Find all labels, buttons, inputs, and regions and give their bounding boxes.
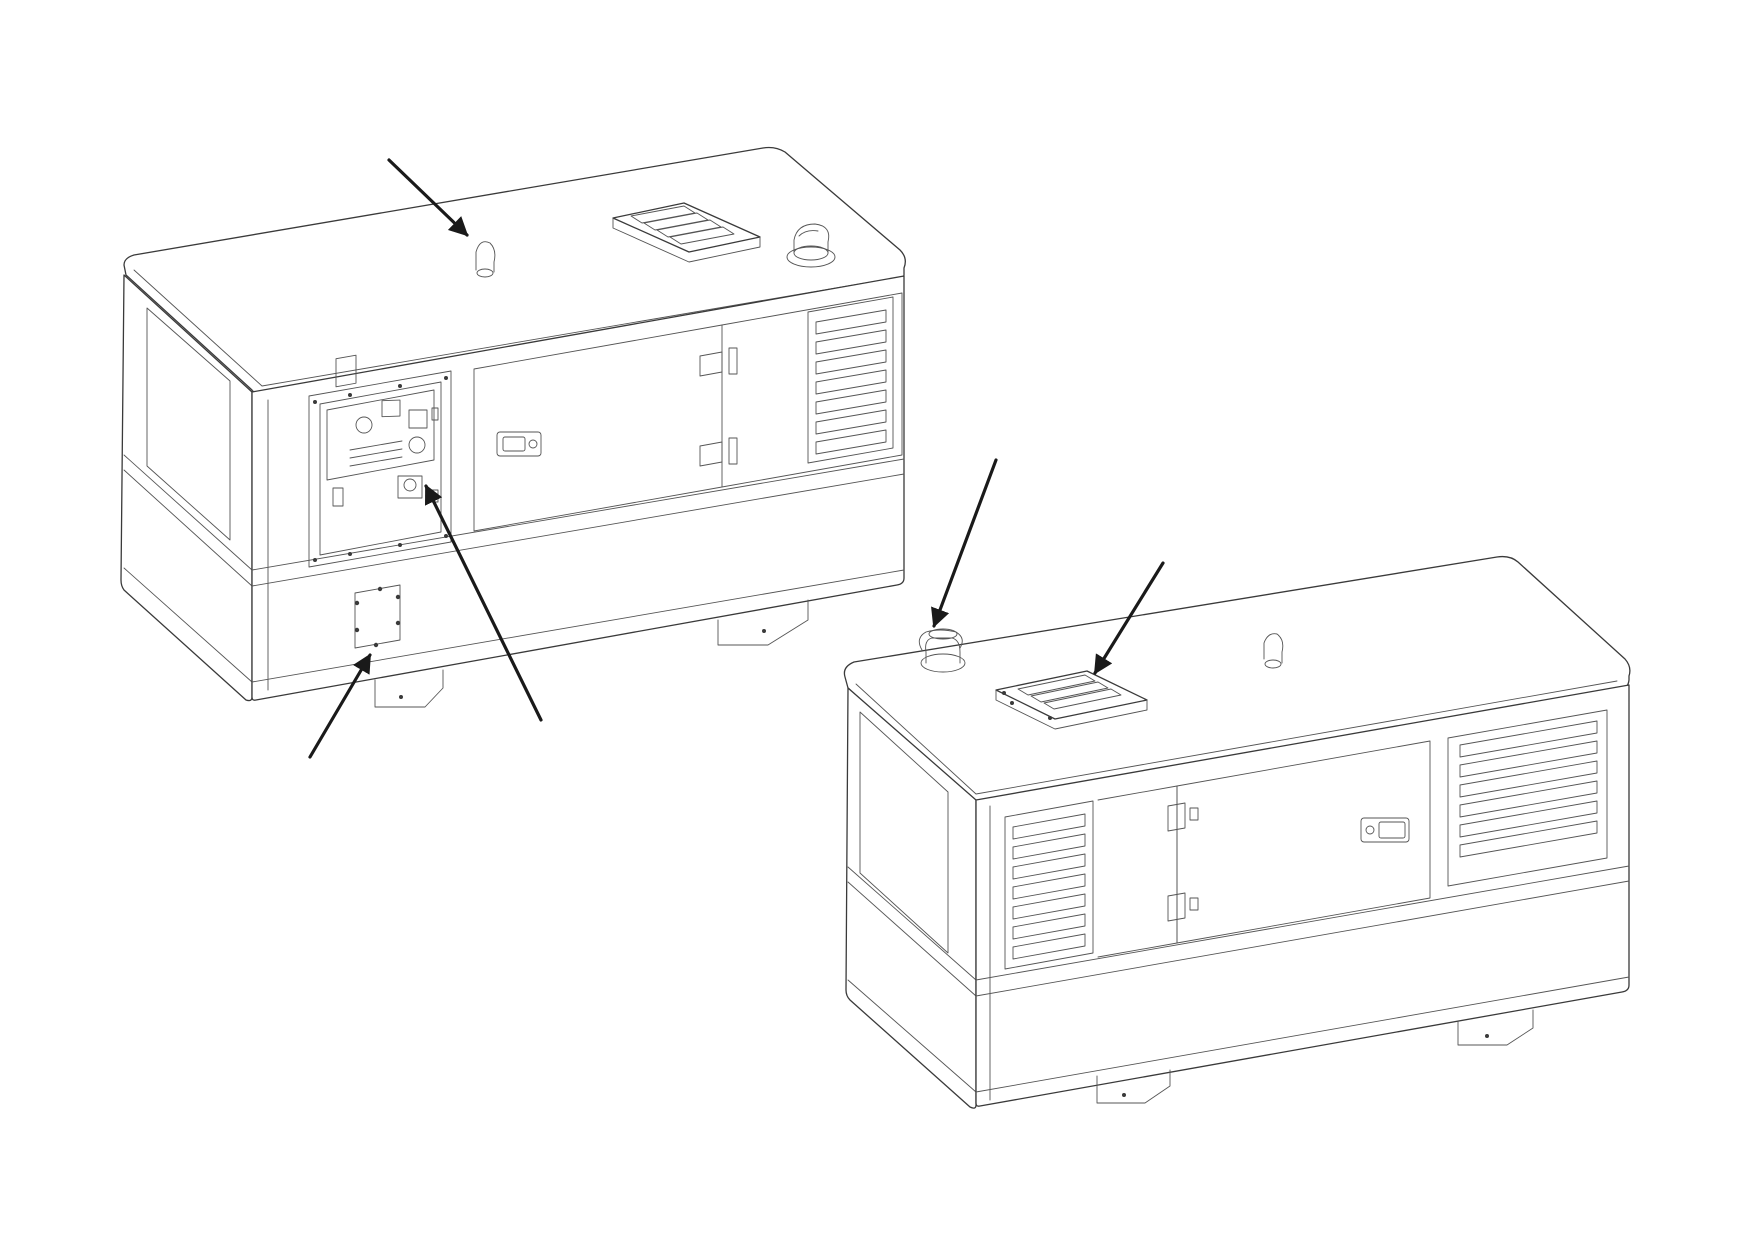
genset-rear-view — [843, 458, 1631, 1109]
genset-front-view — [120, 146, 906, 759]
roof-vent-rear — [995, 670, 1148, 730]
callout-arrow-base-cover — [308, 653, 372, 759]
base-cover-plate — [354, 584, 401, 649]
foot-right — [717, 599, 809, 646]
lifting-eye-rear — [1263, 633, 1284, 669]
access-door — [473, 292, 903, 532]
roof-vent — [612, 202, 761, 263]
louvre-vent-left — [1004, 800, 1094, 970]
control-panel — [308, 354, 452, 568]
enclosure-left-side-rear — [845, 687, 977, 1109]
side-louvre-vent — [807, 296, 894, 464]
enclosure-front-face — [251, 275, 905, 701]
callout-arrow-exhaust-cap — [931, 458, 998, 628]
foot-right-rear — [1457, 1009, 1534, 1046]
callout-arrow-roof-vent — [1093, 561, 1165, 675]
callout-arrow-lifting-eye — [387, 158, 469, 237]
foot-left-rear — [1096, 1069, 1171, 1104]
callout-arrow-control-panel — [424, 484, 543, 722]
louvre-vent-right — [1447, 709, 1608, 887]
exhaust-cap-rear — [918, 628, 966, 673]
enclosure-front-face-rear — [975, 684, 1630, 1107]
access-door-rear — [1097, 740, 1431, 958]
lifting-eye — [475, 241, 496, 278]
exhaust-cap — [786, 223, 836, 268]
foot-left — [374, 669, 444, 708]
